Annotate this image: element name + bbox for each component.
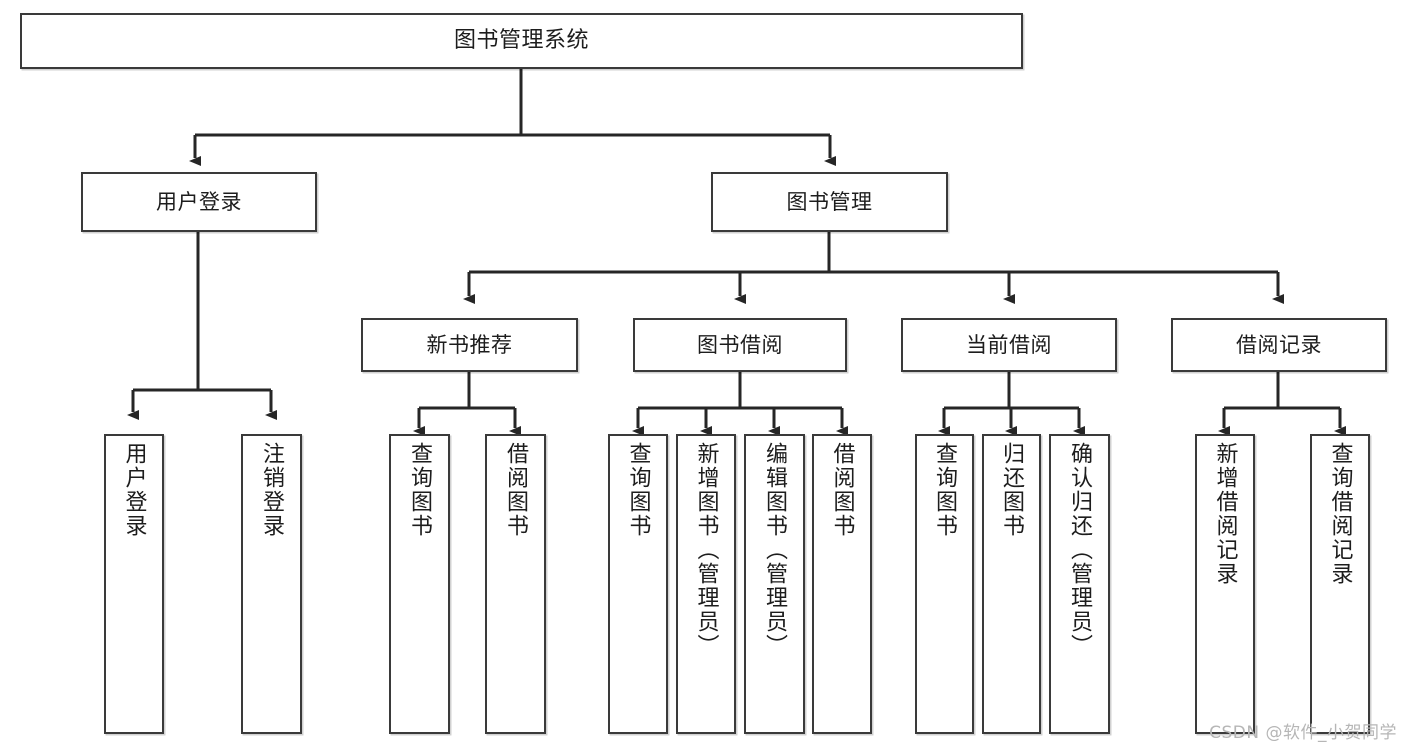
node-leaf-user-logout-label: 注销登录	[259, 442, 285, 538]
node-root-title[interactable]: 图书管理系统	[20, 13, 1023, 69]
node-leaf-user-login[interactable]: 用户登录	[104, 434, 164, 734]
node-leaf-confirm-return[interactable]: 确认归还（管理员）	[1049, 434, 1110, 734]
node-leaf-query-book-2-label: 查询图书	[625, 442, 651, 538]
node-new-book-recommend-label: 新书推荐	[426, 332, 513, 357]
node-book-borrow-label: 图书借阅	[697, 332, 783, 357]
node-leaf-query-book-3-label: 查询图书	[932, 442, 958, 538]
node-leaf-borrow-book-2[interactable]: 借阅图书	[812, 434, 872, 734]
node-leaf-borrow-book-1-label: 借阅图书	[503, 442, 529, 538]
node-leaf-edit-book[interactable]: 编辑图书（管理员）	[744, 434, 805, 734]
node-leaf-edit-book-label: 编辑图书（管理员）	[762, 442, 788, 658]
node-leaf-return-book-label: 归还图书	[999, 442, 1025, 538]
node-leaf-borrow-book-2-label: 借阅图书	[829, 442, 855, 538]
node-book-borrow[interactable]: 图书借阅	[633, 318, 847, 372]
node-leaf-user-login-label: 用户登录	[121, 442, 147, 538]
node-new-book-recommend[interactable]: 新书推荐	[361, 318, 578, 372]
node-root-title-label: 图书管理系统	[453, 28, 589, 54]
node-borrow-record[interactable]: 借阅记录	[1171, 318, 1387, 372]
node-leaf-add-record-label: 新增借阅记录	[1212, 442, 1238, 586]
node-book-management[interactable]: 图书管理	[711, 172, 948, 232]
node-current-borrow[interactable]: 当前借阅	[901, 318, 1117, 372]
node-leaf-add-book[interactable]: 新增图书（管理员）	[676, 434, 736, 734]
node-current-borrow-label: 当前借阅	[966, 332, 1052, 357]
node-leaf-query-book-3[interactable]: 查询图书	[915, 434, 974, 734]
node-leaf-add-book-label: 新增图书（管理员）	[693, 442, 719, 658]
node-book-management-label: 图书管理	[786, 189, 873, 214]
node-user-login[interactable]: 用户登录	[81, 172, 317, 232]
node-leaf-query-record[interactable]: 查询借阅记录	[1310, 434, 1370, 734]
node-leaf-confirm-return-label: 确认归还（管理员）	[1067, 442, 1093, 658]
node-leaf-user-logout[interactable]: 注销登录	[241, 434, 302, 734]
node-leaf-query-book-1[interactable]: 查询图书	[389, 434, 450, 734]
node-leaf-borrow-book-1[interactable]: 借阅图书	[485, 434, 546, 734]
node-leaf-query-record-label: 查询借阅记录	[1327, 442, 1353, 586]
csdn-watermark: CSDN @软件_小贺同学	[1209, 723, 1397, 743]
node-borrow-record-label: 借阅记录	[1236, 332, 1322, 357]
node-leaf-query-book-1-label: 查询图书	[407, 442, 433, 538]
node-leaf-query-book-2[interactable]: 查询图书	[608, 434, 668, 734]
node-user-login-label: 用户登录	[156, 189, 242, 214]
node-leaf-add-record[interactable]: 新增借阅记录	[1195, 434, 1255, 734]
node-leaf-return-book[interactable]: 归还图书	[982, 434, 1041, 734]
